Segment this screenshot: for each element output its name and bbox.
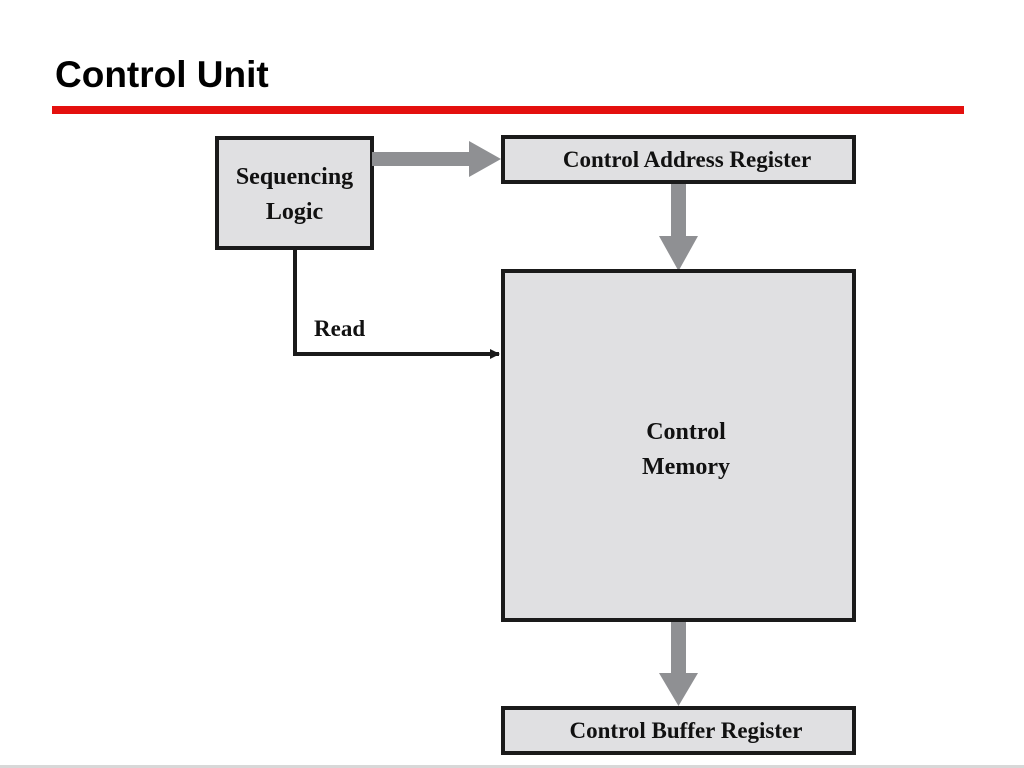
control-buffer-register-box: Control Buffer Register [501, 706, 856, 755]
sequencing-to-car-arrow [372, 141, 501, 177]
control-memory-label-line1: Control [646, 419, 726, 445]
slide-bottom-border [0, 765, 1024, 768]
control-address-register-box: Control Address Register [501, 135, 856, 184]
sequencing-logic-box: Sequencing Logic [215, 136, 374, 250]
sequencing-logic-label-line1: Sequencing [236, 164, 353, 190]
read-signal-line [293, 250, 500, 359]
control-address-register-label: Control Address Register [563, 147, 811, 172]
sequencing-logic-label-line2: Logic [266, 199, 324, 225]
control-memory-label-line2: Memory [642, 454, 730, 480]
control-buffer-register-label: Control Buffer Register [570, 718, 803, 743]
control-memory-box: Control Memory [501, 269, 856, 622]
read-label: Read [314, 316, 365, 341]
memory-to-cbr-arrow [659, 622, 698, 706]
slide-title: Control Unit [55, 54, 269, 95]
title-underline [52, 106, 964, 114]
car-to-memory-arrow [659, 184, 698, 271]
